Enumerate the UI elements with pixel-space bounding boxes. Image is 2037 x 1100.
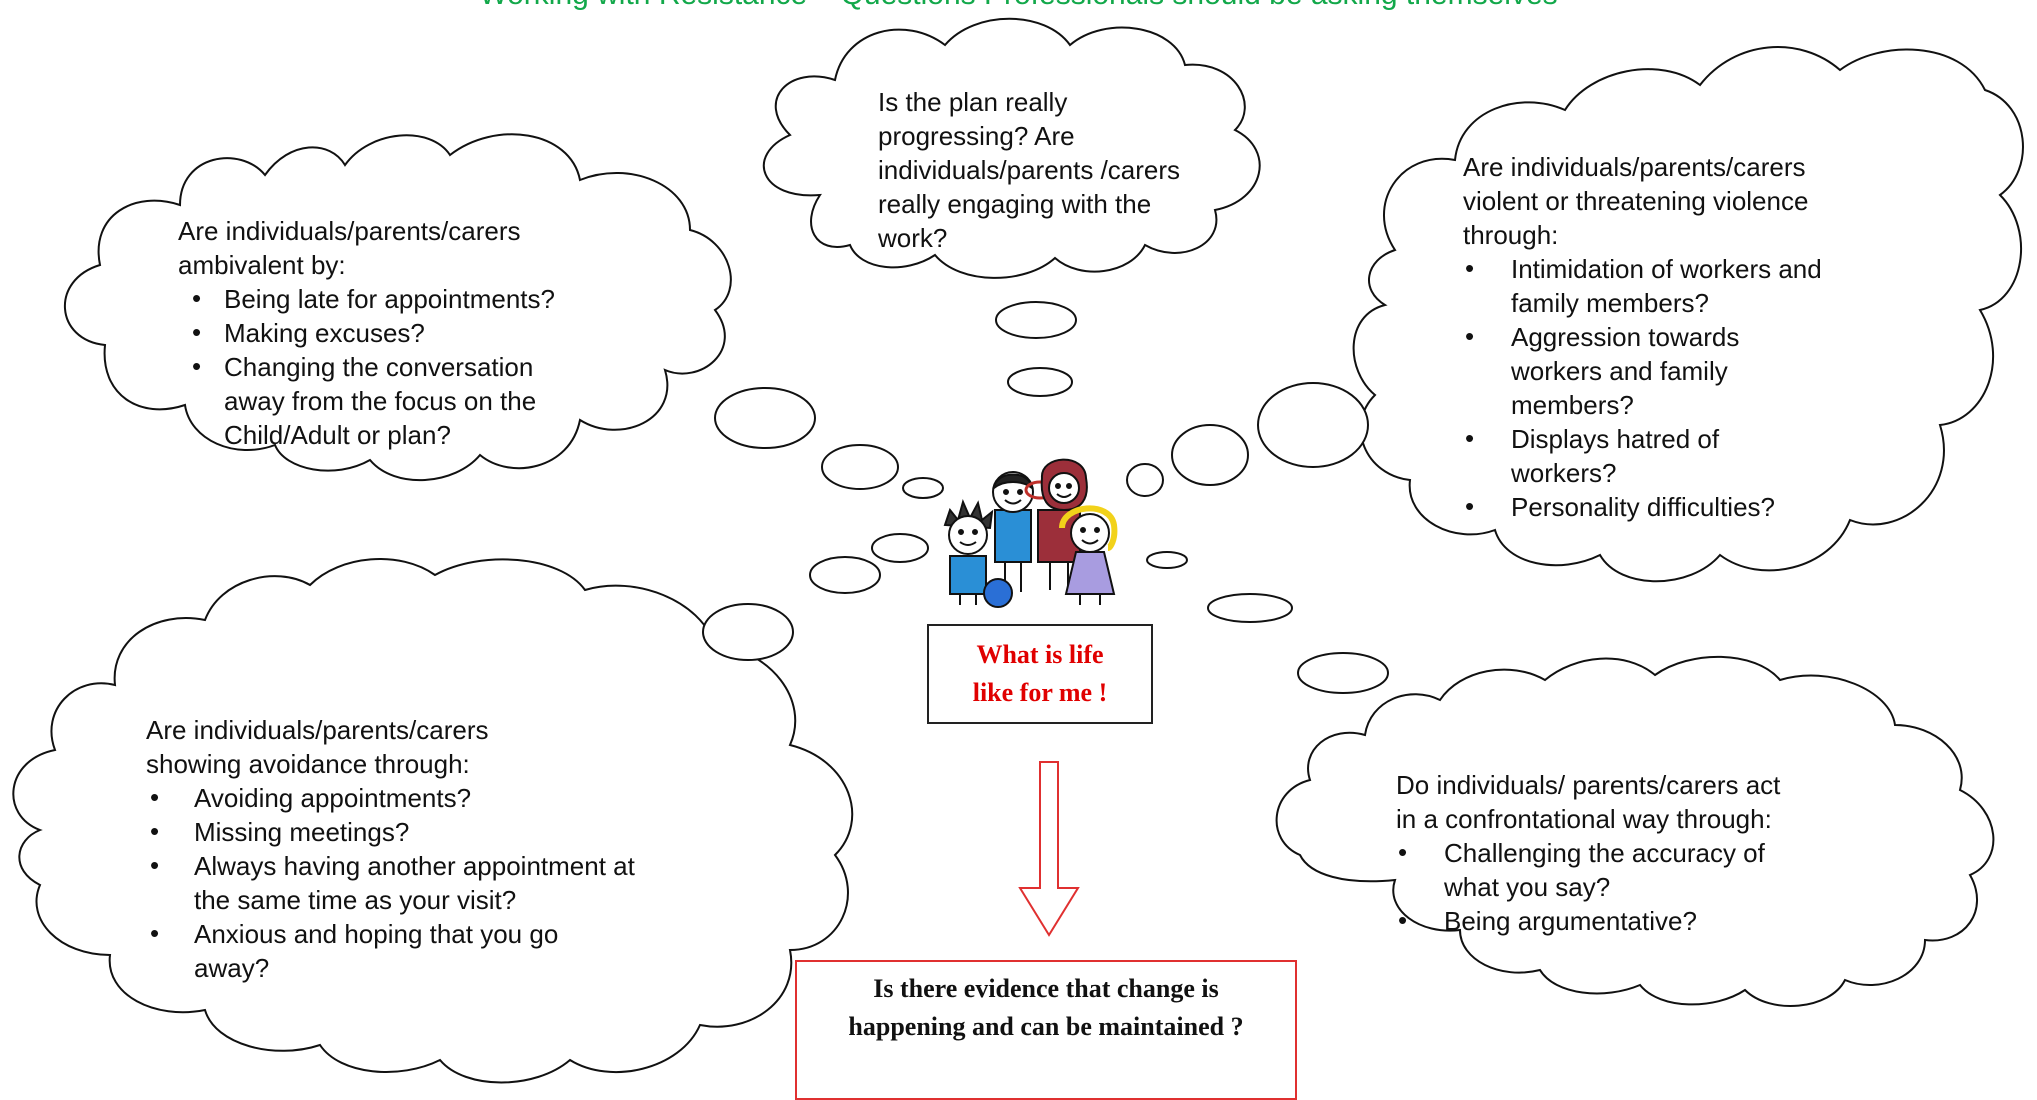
family-figures-icon	[943, 458, 1118, 608]
thought-bubble-1	[995, 301, 1077, 339]
list-item-text: Being argumentative?	[1444, 906, 1697, 936]
list-item: • Personality difficulties?	[1463, 490, 1871, 524]
cloud-right	[1352, 46, 2024, 583]
bullet-dot: •	[192, 351, 202, 381]
bullet-dot: •	[150, 918, 160, 948]
cloud-left	[63, 133, 732, 481]
bullet-dot: •	[150, 850, 160, 880]
cloud-top	[762, 17, 1261, 279]
list-item: • Challenging the accuracy of what you sa…	[1396, 836, 1804, 904]
list-item-text: Intimidation of workers and family membe…	[1511, 254, 1822, 318]
thought-bubble-14	[1297, 652, 1389, 694]
bullet-dot: •	[150, 816, 160, 846]
bubble-bottom-right-text: Do individuals/ parents/carers act in a …	[1396, 768, 1816, 938]
thought-bubble-7	[1171, 424, 1249, 486]
list-item: • Always having another appointment at th…	[146, 849, 674, 917]
bullet-dot: •	[192, 317, 202, 347]
bubble-bottom-left-text: Are individuals/parents/carers showing a…	[146, 713, 686, 985]
list-item: • Anxious and hoping that you go away?	[146, 917, 614, 985]
thought-bubble-5	[902, 477, 944, 499]
thought-bubble-4	[821, 444, 899, 490]
bullet-dot: •	[1465, 253, 1475, 283]
thought-bubble-11	[809, 556, 881, 594]
center-box: What is life like for me !	[927, 624, 1153, 724]
bullet-dot: •	[150, 782, 160, 812]
cloud-bottom-right	[1275, 655, 1995, 1007]
bubble-left-list: • Being late for appointments? • Making ex…	[178, 282, 598, 452]
bubble-right-intro: Are individuals/parents/carers violent o…	[1463, 152, 1809, 250]
thought-bubble-10	[871, 533, 929, 563]
thought-bubble-2	[1007, 367, 1073, 397]
bullet-dot: •	[1465, 491, 1475, 521]
bullet-dot: •	[1465, 423, 1475, 453]
bubble-top-text: Is the plan really progressing? Are indi…	[878, 85, 1196, 255]
bubble-bottom-right-intro: Do individuals/ parents/carers act in a …	[1396, 770, 1781, 834]
list-item: • Making excuses?	[178, 316, 598, 350]
list-item-text: Challenging the accuracy of what you say…	[1444, 838, 1765, 902]
bottom-box-text: Is there evidence that change is happeni…	[848, 974, 1244, 1041]
list-item-text: Aggression towards workers and family me…	[1511, 322, 1740, 420]
list-item-text: Avoiding appointments?	[194, 783, 472, 813]
list-item: • Being argumentative?	[1396, 904, 1816, 938]
list-item: • Missing meetings?	[146, 815, 686, 849]
list-item-text: Personality difficulties?	[1511, 492, 1775, 522]
bullet-dot: •	[1398, 905, 1408, 935]
list-item-text: Being late for appointments?	[224, 284, 555, 314]
thought-bubble-13	[1207, 593, 1293, 623]
thought-bubble-12	[702, 603, 794, 661]
center-box-text: What is life like for me !	[972, 640, 1108, 707]
list-item: • Intimidation of workers and family memb…	[1463, 252, 1871, 320]
list-item: • Aggression towards workers and family m…	[1463, 320, 1811, 422]
list-item-text: Changing the conversation away from the …	[224, 352, 537, 450]
diagram-title: Working with Resistance – Questions Prof…	[0, 0, 2037, 12]
cloud-bottom-left	[12, 558, 854, 1084]
thought-bubble-8	[1126, 463, 1164, 497]
bubble-bottom-right-list: • Challenging the accuracy of what you sa…	[1396, 836, 1816, 938]
bullet-dot: •	[1465, 321, 1475, 351]
list-item-text: Making excuses?	[224, 318, 425, 348]
bottom-box: Is there evidence that change is happeni…	[795, 960, 1297, 1100]
bubble-right-list: • Intimidation of workers and family memb…	[1463, 252, 1883, 524]
list-item: • Being late for appointments?	[178, 282, 598, 316]
list-item-text: Always having another appointment at the…	[194, 851, 635, 915]
thought-bubble-9	[1146, 551, 1188, 569]
bubble-left-text: Are individuals/parents/carers ambivalen…	[178, 214, 598, 452]
list-item: • Displays hatred of workers?	[1463, 422, 1791, 490]
list-item-text: Anxious and hoping that you go away?	[194, 919, 559, 983]
list-item: • Avoiding appointments?	[146, 781, 686, 815]
down-arrow-icon	[1018, 761, 1080, 937]
bubble-top-question: Is the plan really progressing? Are indi…	[878, 87, 1181, 253]
list-item-text: Displays hatred of workers?	[1511, 424, 1720, 488]
bubble-bottom-left-list: • Avoiding appointments? • Missing meeting…	[146, 781, 686, 985]
bubble-right-text: Are individuals/parents/carers violent o…	[1463, 150, 1883, 524]
bubble-bottom-left-intro: Are individuals/parents/carers showing a…	[146, 715, 489, 779]
list-item: • Changing the conversation away from the…	[178, 350, 574, 452]
bubble-left-intro: Are individuals/parents/carers ambivalen…	[178, 216, 521, 280]
thought-bubble-3	[714, 387, 816, 449]
bullet-dot: •	[1398, 837, 1408, 867]
bullet-dot: •	[192, 283, 202, 313]
list-item-text: Missing meetings?	[194, 817, 410, 847]
thought-bubble-6	[1257, 382, 1369, 468]
